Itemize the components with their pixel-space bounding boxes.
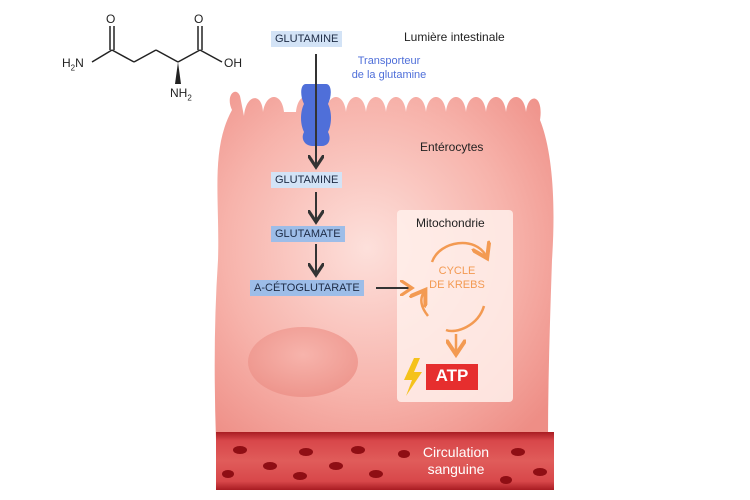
- atp-label: ATP: [435, 366, 469, 385]
- pathway-glutamine-lumen: GLUTAMINE: [271, 31, 343, 47]
- molecule-nh2: NH2: [170, 86, 192, 103]
- molecule-o-right: O: [194, 12, 204, 26]
- lumen-label: Lumière intestinale: [404, 30, 505, 44]
- transporter-label: Transporteur de la glutamine: [351, 55, 427, 81]
- lightning-icon: [404, 358, 422, 396]
- mitochondria-label: Mitochondrie: [416, 216, 485, 230]
- molecule-o-left: O: [106, 12, 116, 26]
- krebs-label: CYCLE DE KREBS: [429, 265, 485, 291]
- red-blood-cells: [222, 446, 547, 484]
- pathway-glutamine-cell: GLUTAMINE: [271, 172, 343, 188]
- glutamine-molecule: [91, 26, 223, 84]
- enterocytes-label: Entérocytes: [420, 140, 484, 154]
- cycle-arrows-icon: [421, 243, 486, 352]
- blood-vessel: [216, 432, 554, 490]
- atp-badge: [426, 364, 478, 390]
- pathway-a-cetoglutarate: A-CÉTOGLUTARATE: [250, 280, 364, 296]
- nucleus: [248, 327, 358, 397]
- blood-circulation-label: Circulation sanguine: [422, 444, 490, 477]
- pathway-glutamate: GLUTAMATE: [271, 226, 345, 242]
- molecule-h2n: H2N: [62, 56, 84, 73]
- molecule-oh: OH: [224, 56, 242, 70]
